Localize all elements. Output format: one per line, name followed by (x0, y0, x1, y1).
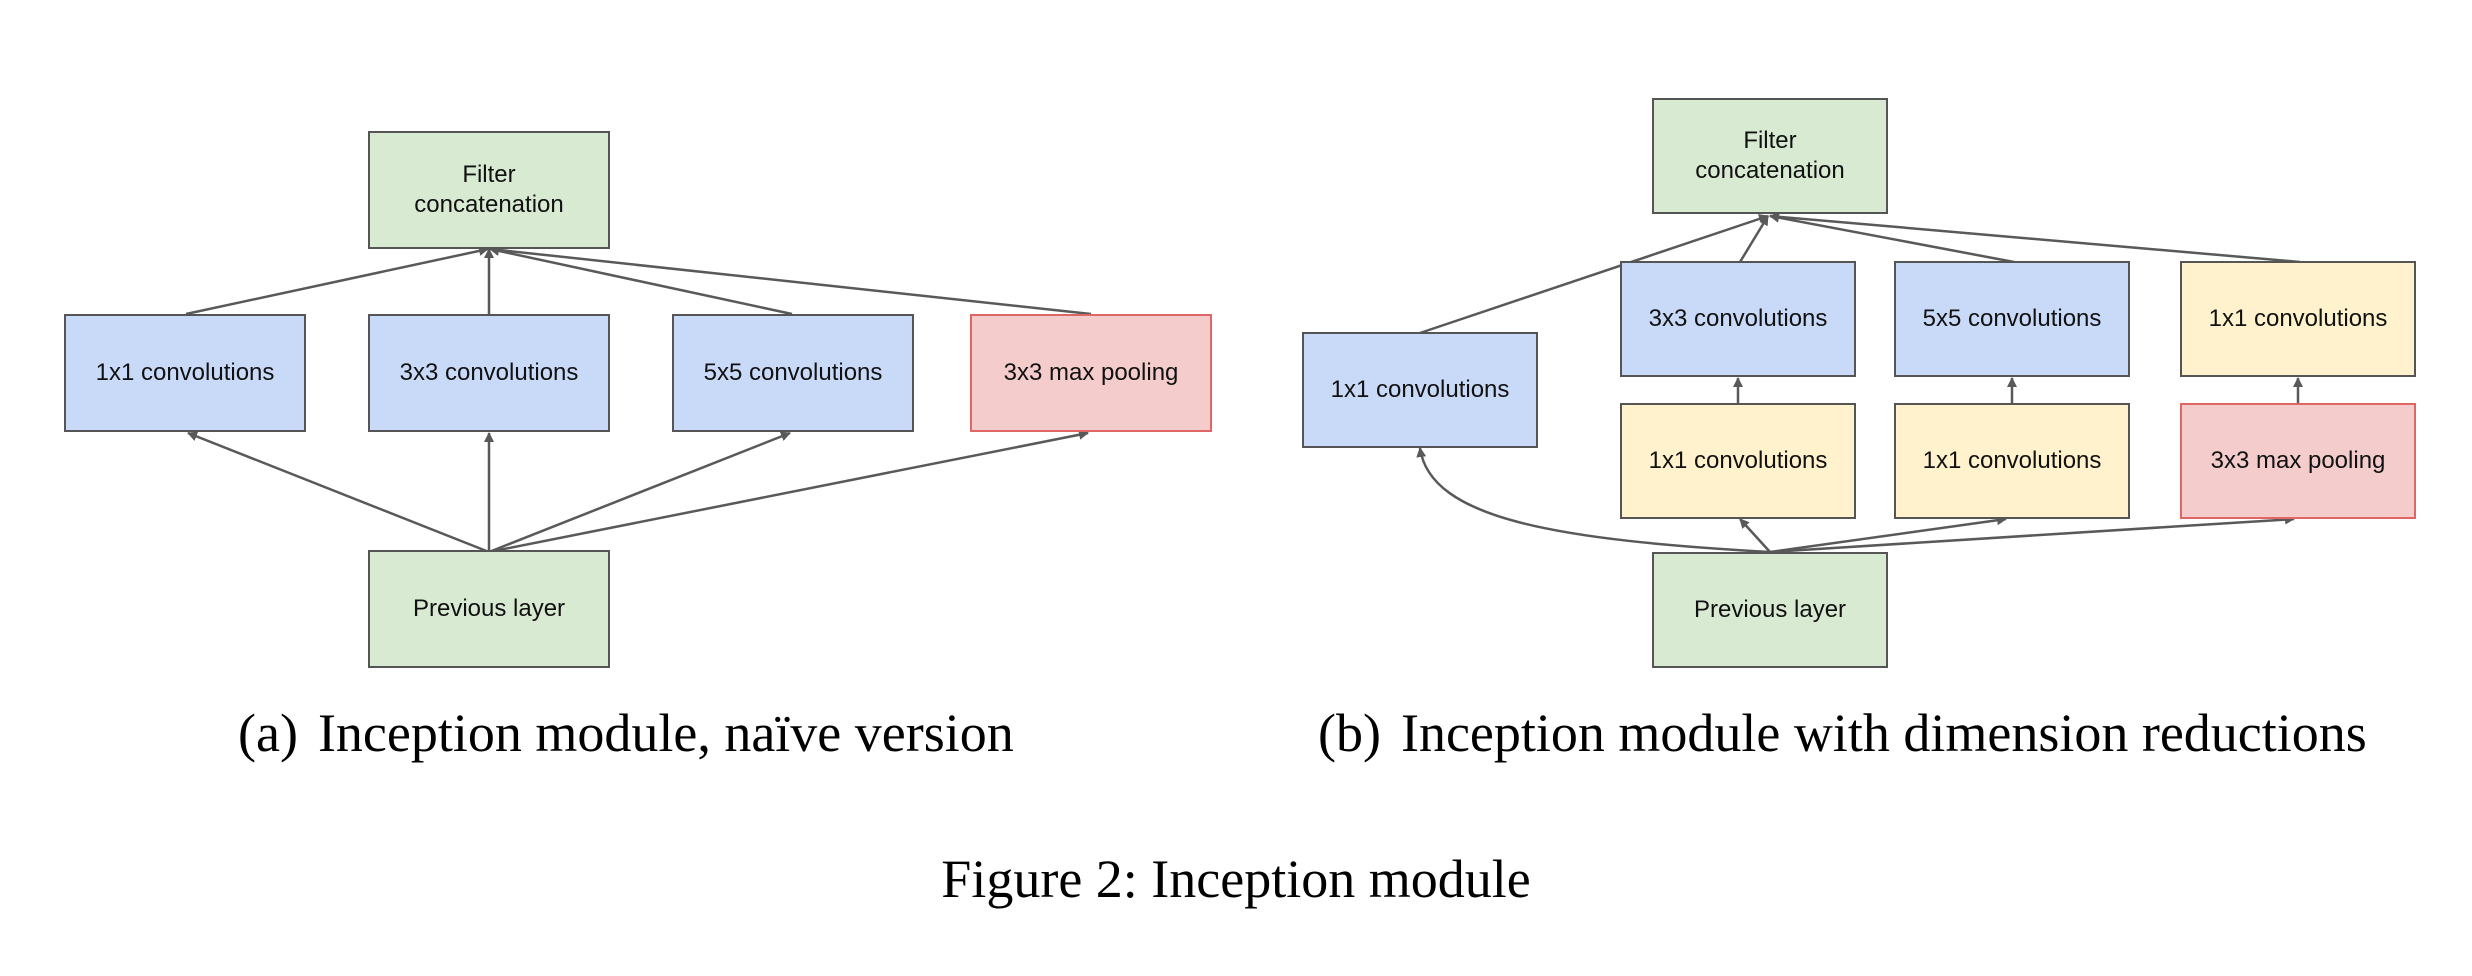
panel-b-conv1x1-after-pool: 1x1 convolutions (2180, 261, 2416, 377)
panel-b-conv1x1-direct: 1x1 convolutions (1302, 332, 1538, 448)
panel-a-conv1x1: 1x1 convolutions (64, 314, 306, 432)
panel-b-conv3x3: 3x3 convolutions (1620, 261, 1856, 377)
panel-a-conv5x5: 5x5 convolutions (672, 314, 914, 432)
panel-b-caption-text: Inception module with dimension reductio… (1400, 703, 2367, 763)
edge-a-5x5-to-concat (489, 246, 793, 316)
edge-b-prev-to-reduce5 (1769, 515, 2007, 554)
panel-b-reduce-before-3x3: 1x1 convolutions (1620, 403, 1856, 519)
panel-b-filter-concat: Filter concatenation (1652, 98, 1888, 214)
panel-b-caption-letter: (b) (1318, 703, 1381, 763)
panel-b-edges (1416, 211, 2303, 554)
edge-a-prev-to-pool (488, 429, 1089, 554)
panel-b-max-pooling: 3x3 max pooling (2180, 403, 2416, 519)
panel-a-previous-layer: Previous layer (368, 550, 610, 668)
panel-a-caption-text: Inception module, naïve version (317, 703, 1014, 763)
edge-b-5x5-to-concat (1769, 212, 2015, 264)
panel-a-filter-concat: Filter concatenation (368, 131, 610, 249)
panel-a-caption: (a) Inception module, naïve version (238, 700, 1014, 766)
edge-b-prev-to-1x1 (1416, 447, 1771, 554)
panel-b-reduce-before-5x5: 1x1 convolutions (1894, 403, 2130, 519)
panel-a-conv3x3: 3x3 convolutions (368, 314, 610, 432)
panel-a-caption-letter: (a) (238, 703, 298, 763)
edge-b-prev-to-reduce3 (1739, 518, 1771, 553)
edge-a-prev-to-1x1 (187, 431, 490, 554)
edge-b-prev-to-pool (1769, 514, 2295, 554)
panel-a-max-pooling: 3x3 max pooling (970, 314, 1212, 432)
edge-b-1x1-to-concat (1419, 214, 1769, 335)
edge-a-pool-to-concat (489, 244, 1092, 316)
panel-b-caption: (b) Inception module with dimension reduc… (1318, 700, 2367, 766)
edge-b-post1x1-to-concat (1769, 211, 2301, 264)
panel-b-previous-layer: Previous layer (1652, 552, 1888, 668)
edge-a-prev-to-5x5 (488, 431, 791, 554)
edge-a-1x1-to-concat (185, 246, 489, 316)
panel-a-edges (185, 244, 1092, 554)
edge-b-3x3-to-concat (1738, 215, 1770, 263)
figure-caption: Figure 2: Inception module (941, 849, 1531, 909)
panel-b-conv5x5: 5x5 convolutions (1894, 261, 2130, 377)
